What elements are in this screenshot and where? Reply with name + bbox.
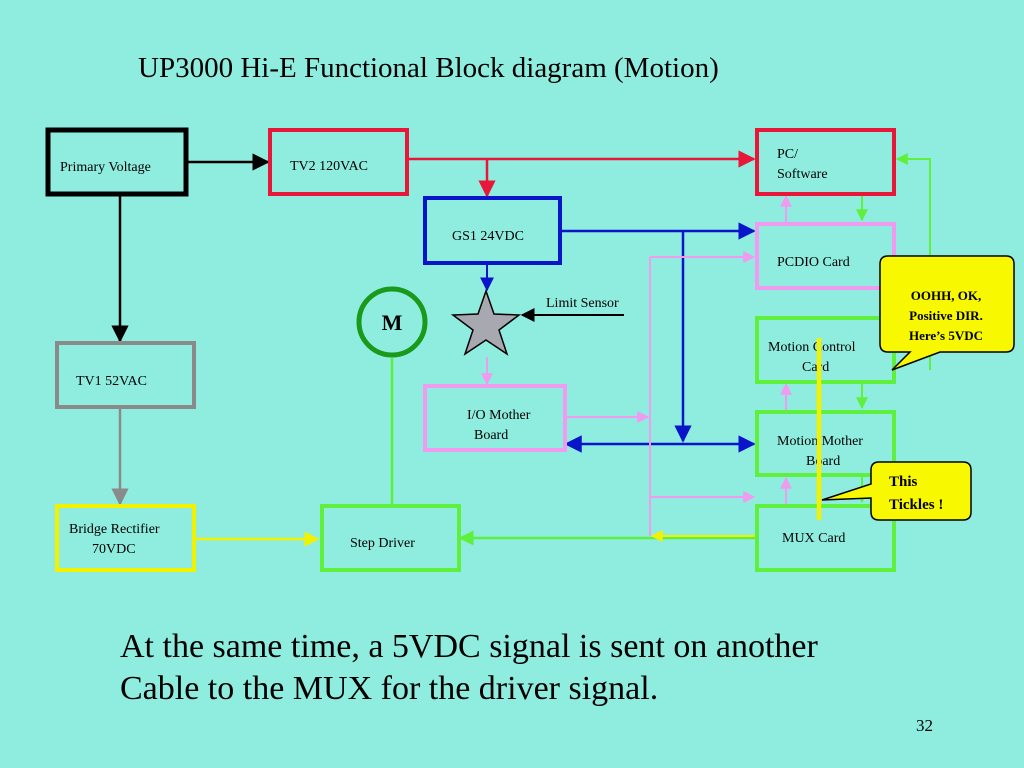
bridge-rectifier-label-2: 70VDC [92, 542, 136, 557]
motion-control-label-2: Card [802, 360, 829, 375]
tv1-block [55, 341, 196, 409]
step-driver-block [320, 504, 461, 572]
page-number: 32 [916, 716, 933, 735]
bridge-rectifier-label-1: Bridge Rectifier [69, 522, 160, 537]
blocks: Primary Voltage TV2 120VAC PC/ Software … [45, 127, 896, 572]
tv2-block [268, 128, 409, 196]
pc-software-label-1: PC/ [777, 147, 798, 162]
pc-software-label-2: Software [777, 167, 828, 182]
motor-circle [356, 286, 428, 358]
limit-sensor-label: Limit Sensor [546, 296, 619, 311]
pc-software-block [755, 128, 896, 196]
io-mother-label-1: I/O Mother [467, 408, 531, 423]
tv1-label: TV1 52VAC [76, 374, 147, 389]
tv2-label: TV2 120VAC [290, 159, 368, 174]
motion-mother-label-2: Board [806, 454, 840, 469]
body-text-line-2: Cable to the MUX for the driver signal. [120, 670, 659, 707]
limit-sensor: Limit Sensor [450, 288, 619, 356]
body-text-line-1: At the same time, a 5VDC signal is sent … [120, 628, 818, 665]
callout-tickles-line1: This [889, 474, 918, 490]
mux-card-label: MUX Card [782, 531, 845, 546]
io-mother-board-block [423, 384, 567, 452]
callout-tickles-line2: Tickles ! [889, 497, 943, 513]
body-text: At the same time, a 5VDC signal is sent … [120, 626, 818, 710]
primary-voltage-label: Primary Voltage [60, 160, 151, 175]
primary-voltage-block [45, 127, 189, 197]
gs1-label: GS1 24VDC [452, 229, 524, 244]
callout-tickles: This Tickles ! [821, 461, 972, 521]
motion-mother-board-block [755, 410, 896, 477]
motion-control-label-1: Motion Control [768, 340, 856, 355]
callout-oohh-line2: Positive DIR. [909, 308, 983, 323]
callout-oohh-line1: OOHH, OK, [911, 288, 981, 303]
motor: M [356, 286, 428, 358]
motor-label: M [382, 310, 403, 335]
slide-title: UP3000 Hi-E Functional Block diagram (Mo… [138, 52, 719, 84]
step-driver-label: Step Driver [350, 536, 415, 551]
callout-oohh-bubble [879, 255, 1015, 371]
io-mother-label-2: Board [474, 428, 508, 443]
bridge-rectifier-block [55, 504, 196, 572]
callout-oohh: OOHH, OK, Positive DIR. Here’s 5VDC [879, 255, 1015, 371]
callout-oohh-line3: Here’s 5VDC [909, 328, 983, 343]
gs1-block [423, 196, 562, 265]
pcdio-label: PCDIO Card [777, 255, 850, 270]
callout-tickles-bubble [821, 461, 972, 521]
pcdio-block [755, 222, 896, 290]
star-icon [450, 288, 522, 356]
